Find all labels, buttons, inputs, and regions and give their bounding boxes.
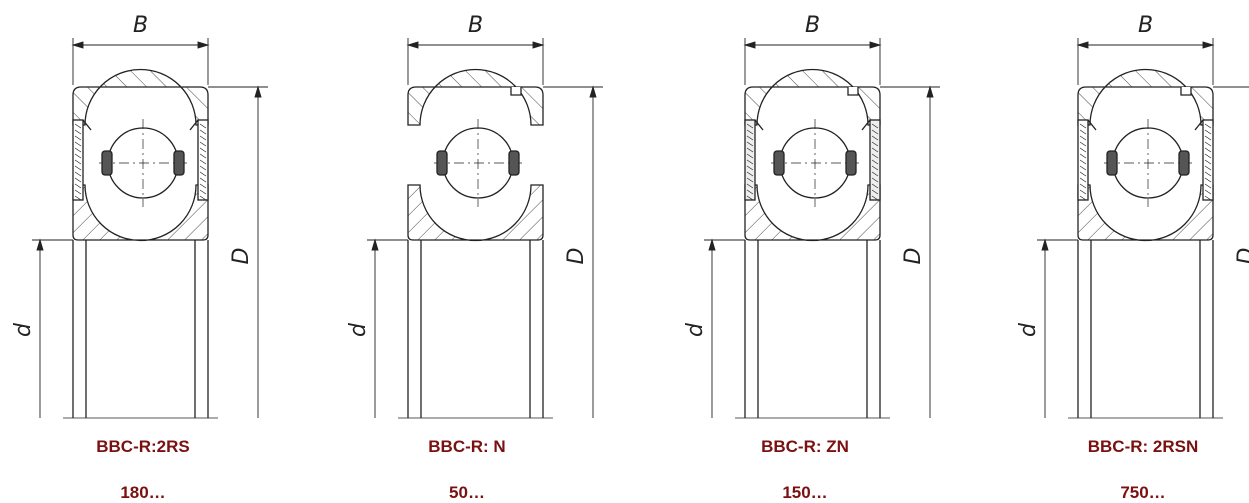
- bearing-code-2rs: BBC-R:2RS: [96, 437, 190, 456]
- dimension-d-bore-label: d: [683, 322, 708, 337]
- rubber-seal: [72, 119, 84, 201]
- rubber-seal: [197, 119, 209, 201]
- snap-ring-groove: [1180, 87, 1192, 96]
- dimension-d-outer-label: D: [1234, 248, 1249, 265]
- cage: [173, 150, 185, 176]
- inner-ring: [744, 184, 881, 242]
- cage: [101, 150, 113, 176]
- dimension-d-outer-label: D: [901, 248, 926, 265]
- bearing-drawing-2rsn: B Dd: [1016, 13, 1249, 419]
- bearing-count-2rs: 180…: [120, 483, 166, 502]
- bearing-drawing-n: B Dd: [346, 13, 603, 419]
- dimension-lines: [704, 38, 940, 418]
- cage: [773, 150, 785, 176]
- inner-ring: [72, 184, 209, 242]
- rubber-seal: [1202, 119, 1214, 201]
- outer-ring: [407, 68, 544, 126]
- bearing-section: [735, 68, 890, 419]
- dimension-d-outer-label: D: [564, 248, 589, 265]
- inner-ring: [407, 184, 544, 242]
- dimension-lines: [1037, 38, 1249, 418]
- dimension-lines: [32, 38, 268, 418]
- cage: [508, 150, 520, 176]
- bearing-drawing-2rs: B Dd: [11, 13, 268, 419]
- dimension-b-label: B: [468, 13, 483, 38]
- dimension-d-bore-label: d: [346, 322, 371, 337]
- dimension-b-label: B: [805, 13, 820, 38]
- bearing-code-2rsn: BBC-R: 2RSN: [1087, 437, 1199, 456]
- dimension-lines: [367, 38, 603, 418]
- snap-ring-groove: [847, 87, 859, 96]
- bearing-section: [63, 68, 218, 419]
- cage: [845, 150, 857, 176]
- dimension-d-bore-label: d: [11, 322, 36, 337]
- bearing-code-n: BBC-R: N: [428, 437, 506, 456]
- bearing-section: [1068, 68, 1223, 419]
- cage: [1106, 150, 1118, 176]
- snap-ring-groove: [510, 87, 522, 96]
- bearing-section: [398, 68, 553, 419]
- bearing-drawing-zn: B Dd: [683, 13, 940, 419]
- dimension-d-bore-label: d: [1016, 322, 1041, 337]
- cage: [1178, 150, 1190, 176]
- bearing-count-n: 50…: [449, 483, 485, 502]
- cage: [436, 150, 448, 176]
- bearing-count-zn: 150…: [782, 483, 828, 502]
- outer-ring: [72, 68, 209, 126]
- outer-ring: [1077, 68, 1214, 126]
- dimension-d-outer-label: D: [229, 248, 254, 265]
- metal-shield: [869, 119, 881, 201]
- inner-ring: [1077, 184, 1214, 242]
- dimension-b-label: B: [133, 13, 148, 38]
- bearing-code-zn: BBC-R: ZN: [761, 437, 849, 456]
- rubber-seal: [1077, 119, 1089, 201]
- dimension-b-label: B: [1138, 13, 1153, 38]
- bearing-count-2rsn: 750…: [1120, 483, 1166, 502]
- outer-ring: [744, 68, 881, 126]
- metal-shield: [744, 119, 756, 201]
